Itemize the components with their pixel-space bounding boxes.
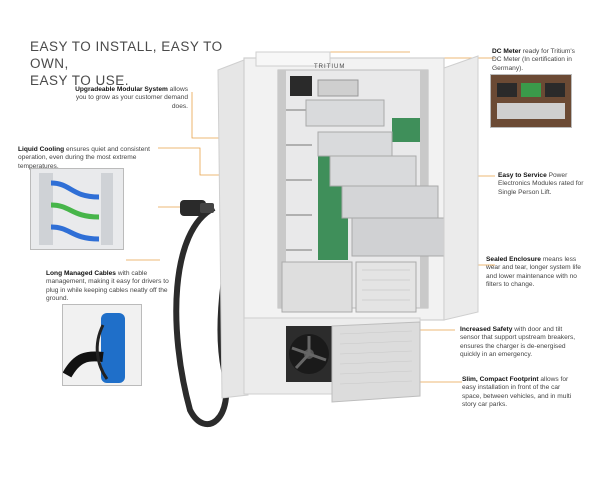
cable-thumbnail [62, 304, 142, 386]
callout-cables: Long Managed Cables with cable managemen… [46, 270, 174, 304]
callout-footprint: Slim, Compact Footprint allows for easy … [462, 376, 580, 410]
callout-footprint-title: Slim, Compact Footprint [462, 376, 539, 383]
callout-liquid-cooling-body: ensures quiet and consistent operation, … [18, 146, 150, 170]
callout-dc-meter: DC Meter ready for Tritium's DC Meter (I… [492, 48, 582, 73]
callout-dc-meter-title: DC Meter [492, 48, 521, 55]
callout-sealed-title: Sealed Enclosure [486, 256, 541, 263]
callout-liquid-cooling: Liquid Cooling ensures quiet and consist… [18, 146, 158, 171]
callout-sealed-body: means less wear and tear, longer system … [486, 256, 581, 289]
headline: EASY TO INSTALL, EASY TO OWN, EASY TO US… [30, 38, 250, 89]
callout-sealed: Sealed Enclosure means less wear and tea… [486, 256, 582, 290]
cooling-fan-icon [286, 326, 332, 382]
callout-liquid-cooling-title: Liquid Cooling [18, 146, 65, 153]
callout-safety-title: Increased Safety [460, 326, 513, 333]
dc-meter-thumbnail [490, 74, 572, 128]
power-modules [305, 99, 453, 257]
liquid-cooling-thumbnail [30, 168, 124, 250]
callout-upgradeable-title: Upgradeable Modular System [75, 86, 168, 93]
callout-dc-meter-body: ready for Tritium's DC Meter (In certifi… [492, 48, 575, 72]
headline-line-2: EASY TO USE. [30, 73, 130, 88]
ccs-connector-icon [180, 200, 214, 216]
callout-safety: Increased Safety with door and tilt sens… [460, 326, 580, 360]
callout-safety-body: with door and tilt sensor that support u… [460, 326, 576, 359]
callout-cables-body: with cable management, making it easy fo… [46, 270, 169, 303]
callout-cables-title: Long Managed Cables [46, 270, 116, 277]
callout-upgradeable-body: allows you to grow as your customer dema… [75, 86, 188, 110]
callout-upgradeable: Upgradeable Modular System allows you to… [70, 86, 188, 111]
callout-easy-service-title: Easy to Service [498, 172, 547, 179]
callout-footprint-body: allows for easy installation in front of… [462, 376, 572, 409]
brand-label: TRITIUM [314, 64, 345, 70]
callout-easy-service-body: Power Electronics Modules rated for Sing… [498, 172, 584, 196]
headline-line-1: EASY TO INSTALL, EASY TO OWN, [30, 39, 223, 71]
callout-easy-service: Easy to Service Power Electronics Module… [498, 172, 588, 197]
